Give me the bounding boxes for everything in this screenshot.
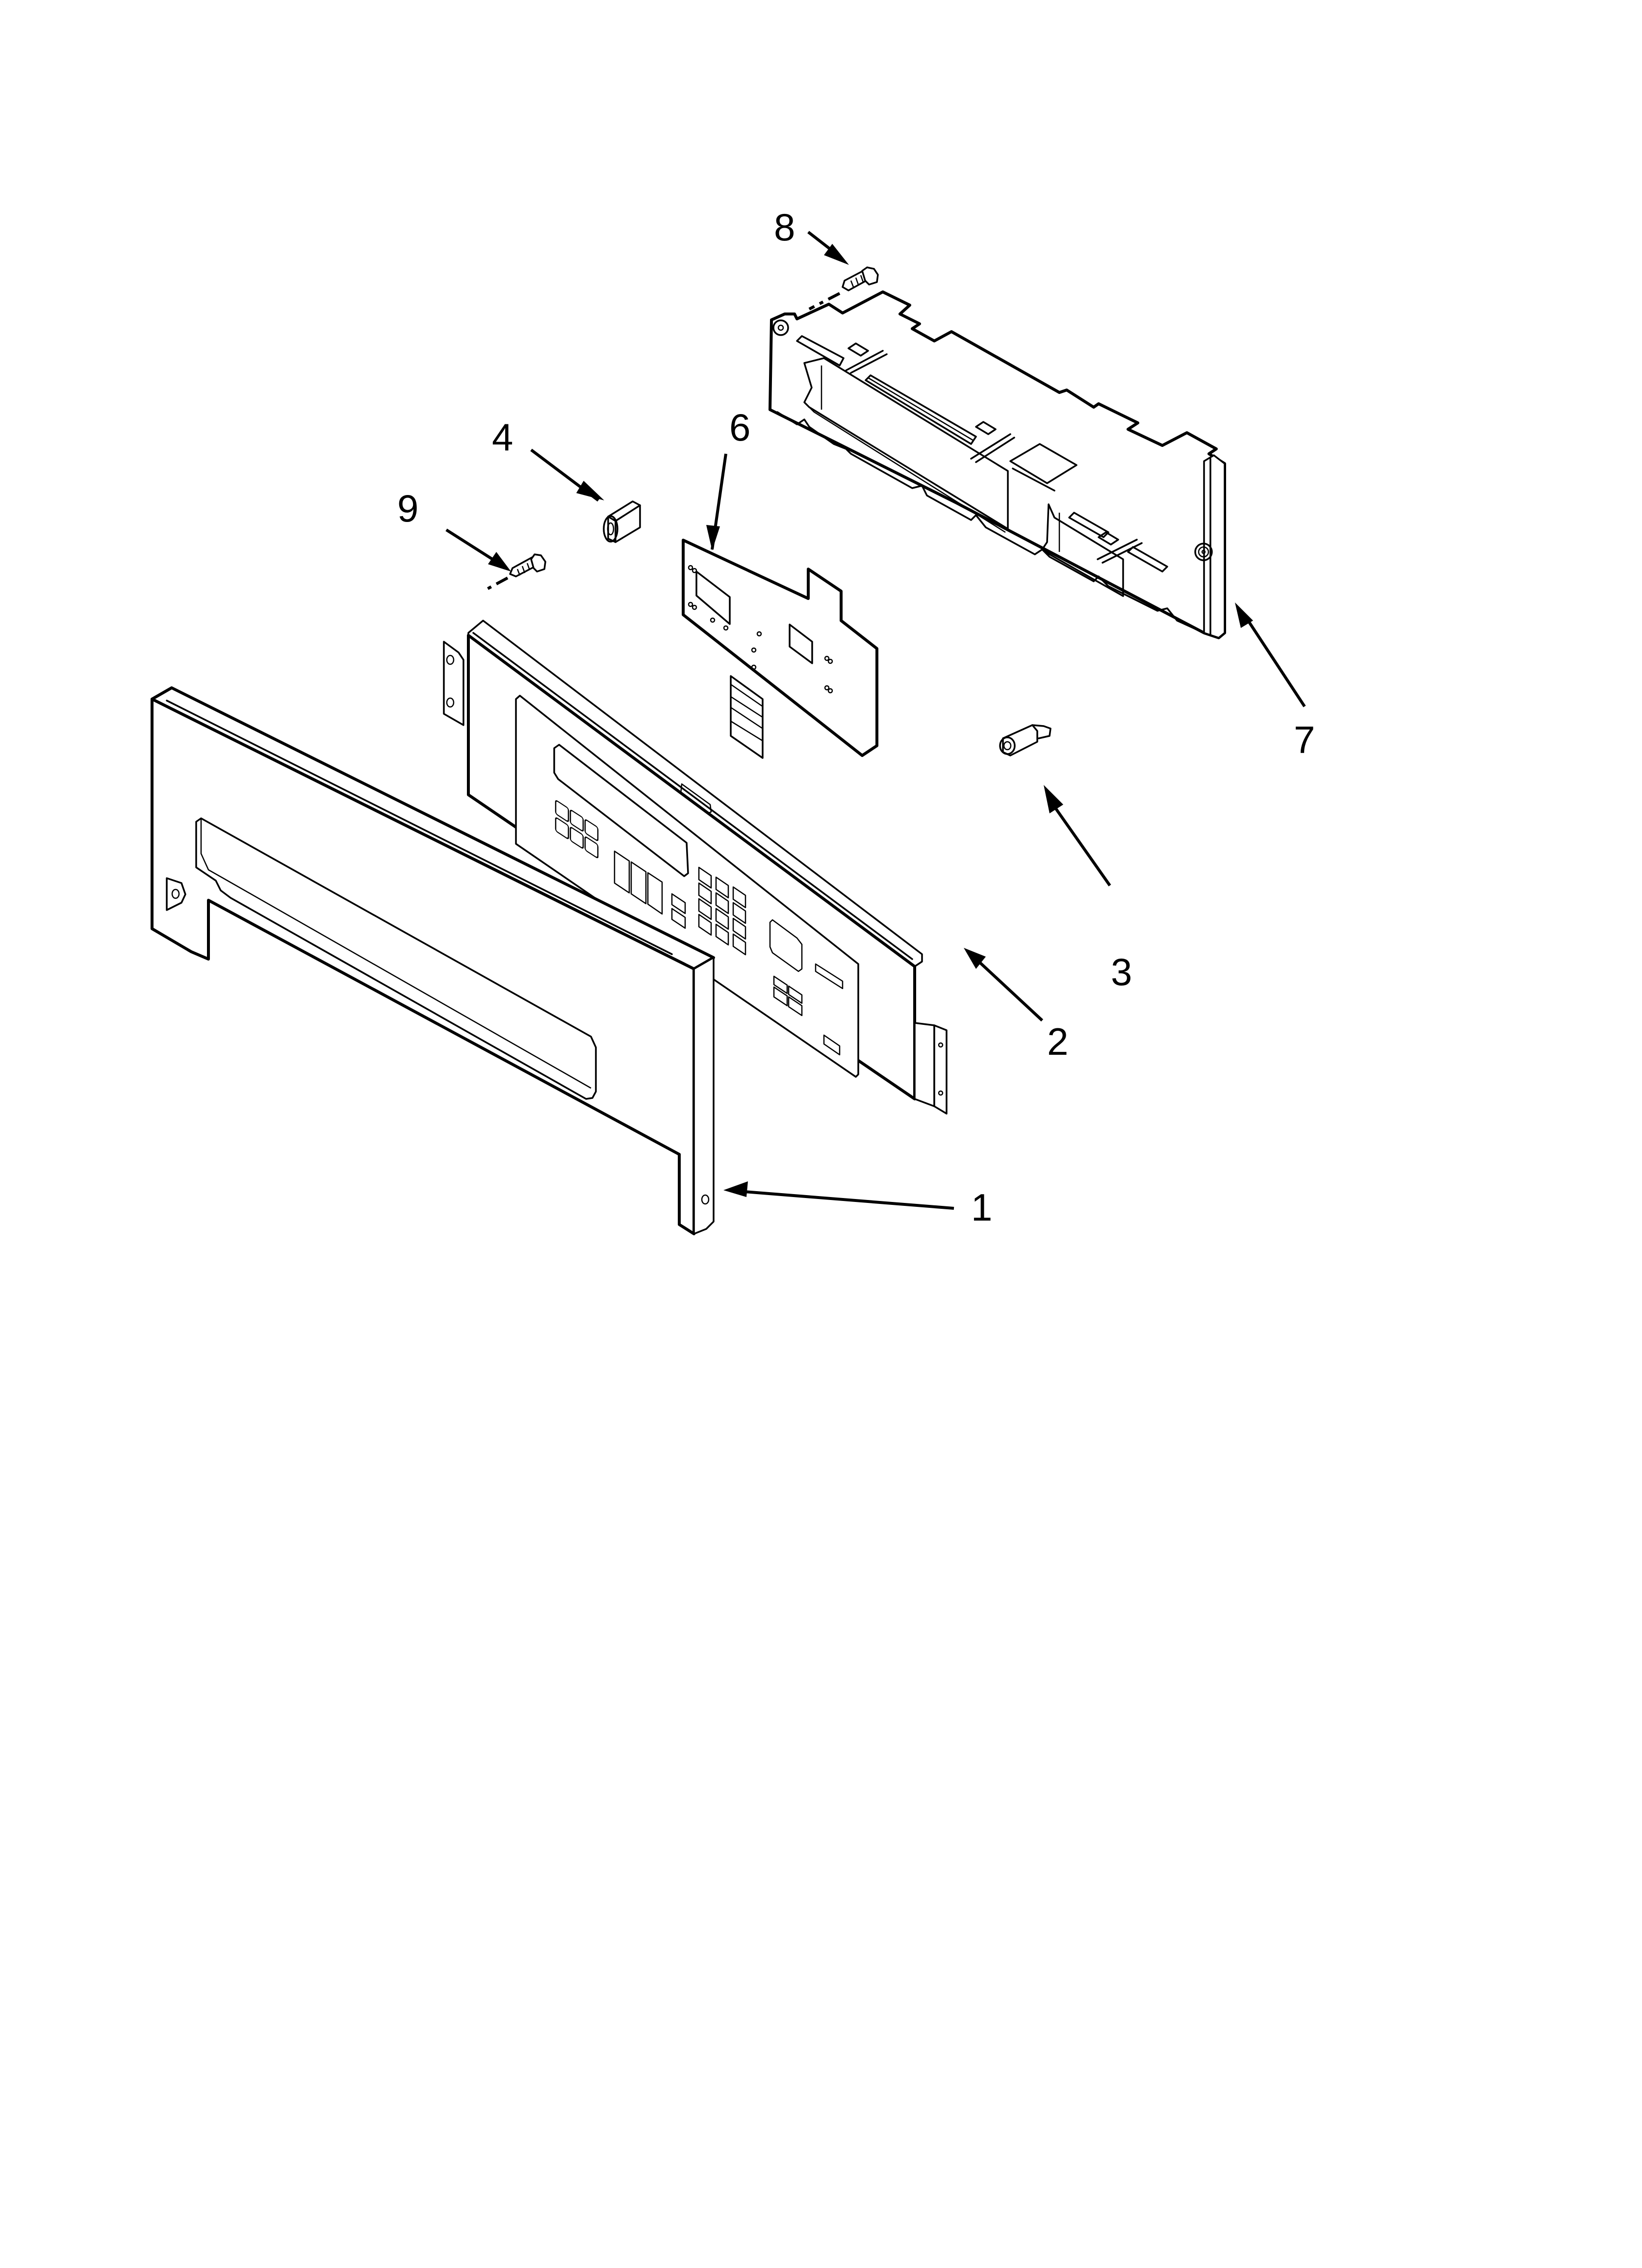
callout-1: 1: [723, 1181, 992, 1229]
keypad-left-cluster: [555, 800, 599, 859]
svg-text:8: 8: [774, 206, 795, 249]
svg-text:7: 7: [1294, 718, 1315, 761]
callout-6: 6: [706, 406, 750, 550]
svg-text:9: 9: [397, 487, 418, 530]
callout-2: 2: [964, 948, 1068, 1063]
svg-text:6: 6: [729, 406, 750, 449]
part-9-screw: [482, 553, 546, 593]
callout-4: 4: [492, 416, 604, 502]
keypad-center-cluster: [614, 850, 686, 929]
part-2-control-panel: [443, 620, 948, 1115]
svg-text:4: 4: [492, 416, 513, 459]
svg-text:3: 3: [1111, 950, 1132, 993]
keypad-right-cluster: [769, 919, 844, 1056]
svg-text:1: 1: [971, 1186, 992, 1229]
part-3-standoff: [999, 724, 1052, 756]
callout-8: 8: [774, 206, 849, 265]
callout-7: 7: [1235, 602, 1315, 761]
part-6-mounting-plate: [682, 539, 878, 759]
keypad-numeric: [698, 866, 746, 956]
svg-text:2: 2: [1047, 1020, 1068, 1063]
part-1-trim: [151, 686, 715, 1235]
part-4-spacer: [603, 500, 641, 543]
callout-3: 3: [1044, 785, 1132, 993]
callout-9: 9: [397, 487, 511, 572]
part-7-control-board: [769, 290, 1226, 639]
part-8-screw: [808, 266, 879, 311]
